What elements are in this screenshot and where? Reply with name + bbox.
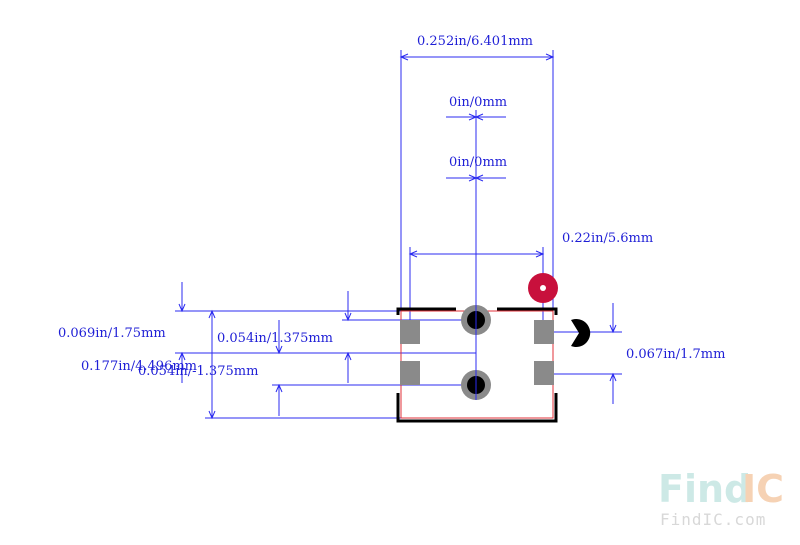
orientation-notch-icon (571, 319, 591, 347)
logo-url: FindIC.com (660, 510, 766, 529)
logo-find: Find (658, 467, 751, 511)
pad-4 (534, 361, 554, 385)
silkscreen-top-right (497, 307, 558, 315)
right-dimension: 0.067in/1.7mm (543, 303, 725, 404)
overall-width-dimension: 0.252in/6.401mm (399, 34, 555, 318)
pad-3 (534, 320, 554, 344)
center-offset-dimensions: 0in/0mm 0in/0mm (446, 95, 507, 390)
body-height-label: 0.177in/4.496mm (81, 359, 197, 374)
lower-pitch-label: 0.054in/-1.375mm (138, 364, 258, 379)
silkscreen-bottom (396, 393, 558, 423)
upper-pitch-label: 0.054in/1.375mm (217, 331, 333, 346)
pin1-marker (528, 273, 558, 303)
overall-width-label: 0.252in/6.401mm (417, 34, 533, 49)
findic-watermark: Find IC FindIC.com (658, 467, 784, 529)
silkscreen-top-left (396, 307, 456, 315)
pad-1 (400, 320, 420, 344)
left-dimensions: 0.069in/1.75mm 0.177in/4.496mm 0.054in/1… (58, 282, 476, 420)
total-height-label: 0.069in/1.75mm (58, 326, 166, 341)
pad-span-dimension: 0.22in/5.6mm (408, 231, 653, 330)
pad-span-label: 0.22in/5.6mm (562, 231, 653, 246)
pin-offset-second-label: 0in/0mm (449, 155, 507, 170)
logo-ic: IC (742, 467, 784, 511)
pin-offset-top-label: 0in/0mm (449, 95, 507, 110)
pad-pitch-right-label: 0.067in/1.7mm (626, 347, 725, 362)
pads (400, 320, 554, 385)
pad-2 (400, 361, 420, 385)
